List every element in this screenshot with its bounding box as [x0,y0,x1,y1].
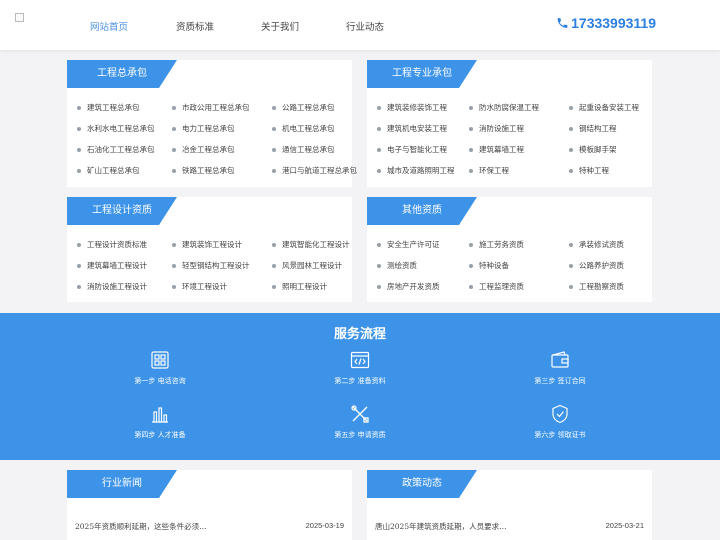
list-item[interactable]: 电子与智能化工程 [377,139,469,160]
card-title: 工程专业承包 [392,68,452,79]
list-item[interactable]: 起重设备安装工程 [569,97,659,118]
nav-industry[interactable]: 行业动态 [346,22,385,33]
list-item[interactable]: 工程设计资质标准 [77,234,172,255]
news-item-title[interactable]: 唐山2025年建筑资质延期，人员要求… [375,522,507,531]
list-item[interactable]: 建筑装饰工程设计 [172,234,272,255]
step-label: 第二步 准备资料 [334,377,386,385]
tab-shape [367,197,477,225]
step-3[interactable]: 第三步 签订合同 [500,350,620,386]
nav-standards[interactable]: 资质标准 [176,22,215,33]
section-title: 服务流程 [333,327,386,342]
wallet-icon [551,351,569,368]
list-item[interactable]: 测绘资质 [377,255,469,276]
news-item-date: 2025-03-21 [605,521,644,530]
list-item[interactable]: 通信工程总承包 [272,139,372,160]
list-item[interactable]: 石油化工工程总承包 [77,139,172,160]
card-title: 其他资质 [402,205,442,216]
list-item[interactable]: 安全生产许可证 [377,234,469,255]
shield-icon [552,404,568,424]
code-window-icon [350,351,370,369]
service-process-section: 服务流程 第一步 电话咨询 第二步 准备资料 第三步 签订合同 第四步 人才准备… [0,313,720,460]
card-title: 工程总承包 [97,68,147,79]
list-item[interactable]: 钢结构工程 [569,118,659,139]
list-item[interactable]: 模板脚手架 [569,139,659,160]
list-item[interactable]: 施工劳务资质 [469,234,569,255]
phone-text: 17333993119 [571,15,656,31]
news-item-title[interactable]: 2025年资质顺利延期，这些条件必须… [75,522,207,531]
nav-about[interactable]: 关于我们 [261,22,300,33]
step-4[interactable]: 第四步 人才准备 [100,404,220,440]
list-item[interactable]: 环境工程设计 [172,276,272,297]
list-item[interactable]: 轻型钢结构工程设计 [172,255,272,276]
list-item[interactable]: 电力工程总承包 [172,118,272,139]
tools-icon [351,405,369,423]
list-item[interactable]: 承装修试资质 [569,234,659,255]
item-grid: 建筑装修装饰工程 防水防腐保温工程 起重设备安装工程 建筑机电安装工程 消防设施… [377,97,659,181]
list-item[interactable]: 建筑机电安装工程 [377,118,469,139]
tab-shape [367,470,477,498]
list-item[interactable]: 建筑幕墙工程 [469,139,569,160]
design-qualification-card: 工程设计资质 工程设计资质标准 建筑装饰工程设计 建筑智能化工程设计 建筑幕墙工… [67,197,352,302]
list-item[interactable]: 建筑智能化工程设计 [272,234,372,255]
list-item[interactable]: 防水防腐保温工程 [469,97,569,118]
phone-grid-icon [151,351,169,369]
policy-news-card: 政策动态 唐山2025年建筑资质延期，人员要求… 2025-03-21 [367,470,652,540]
general-contracting-card: 工程总承包 建筑工程总承包 市政公用工程总承包 公路工程总承包 水利水电工程总承… [67,60,357,187]
list-item[interactable]: 建筑幕墙工程设计 [77,255,172,276]
tab-shape [67,197,177,225]
tab-shape [67,470,177,498]
broken-image-logo[interactable] [15,13,24,22]
card-title: 政策动态 [402,478,442,489]
list-item[interactable]: 工程勘察资质 [569,276,659,297]
list-item[interactable]: 水利水电工程总承包 [77,118,172,139]
list-item[interactable]: 建筑装修装饰工程 [377,97,469,118]
list-item[interactable]: 照明工程设计 [272,276,372,297]
step-label: 第三步 签订合同 [534,377,586,385]
list-item[interactable]: 房地产开发资质 [377,276,469,297]
list-item[interactable]: 城市及道路照明工程 [377,160,469,181]
list-item[interactable]: 建筑工程总承包 [77,97,172,118]
specialty-contracting-card: 工程专业承包 建筑装修装饰工程 防水防腐保温工程 起重设备安装工程 建筑机电安装… [367,60,652,187]
industry-news-card: 行业新闻 2025年资质顺利延期，这些条件必须… 2025-03-19 [67,470,352,540]
list-item[interactable]: 公路养护资质 [569,255,659,276]
list-item[interactable]: 冶金工程总承包 [172,139,272,160]
nav-home[interactable]: 网站首页 [90,22,129,33]
news-item-date: 2025-03-19 [305,521,344,530]
site-header: 网站首页 资质标准 关于我们 行业动态 17333993119 [0,0,720,50]
step-label: 第一步 电话咨询 [134,377,186,385]
list-item[interactable]: 铁路工程总承包 [172,160,272,181]
list-item[interactable]: 港口与航道工程总承包 [272,160,372,181]
item-grid: 建筑工程总承包 市政公用工程总承包 公路工程总承包 水利水电工程总承包 电力工程… [77,97,372,181]
list-item[interactable]: 工程监理资质 [469,276,569,297]
step-label: 第四步 人才准备 [134,431,186,439]
bar-chart-icon [152,407,168,423]
card-title: 工程设计资质 [92,205,152,216]
list-item[interactable]: 风景园林工程设计 [272,255,372,276]
item-grid: 安全生产许可证 施工劳务资质 承装修试资质 测绘资质 特种设备 公路养护资质 房… [377,234,659,297]
tab-shape [367,60,477,88]
list-item[interactable]: 机电工程总承包 [272,118,372,139]
list-item[interactable]: 消防设施工程设计 [77,276,172,297]
card-title: 行业新闻 [102,478,142,489]
step-label: 第五步 申请资质 [334,431,386,439]
list-item[interactable]: 特种工程 [569,160,659,181]
phone-number[interactable]: 17333993119 [556,15,656,31]
list-item[interactable]: 消防设施工程 [469,118,569,139]
list-item[interactable]: 矿山工程总承包 [77,160,172,181]
other-qualification-card: 其他资质 安全生产许可证 施工劳务资质 承装修试资质 测绘资质 特种设备 公路养… [367,197,652,302]
list-item[interactable]: 市政公用工程总承包 [172,97,272,118]
step-2[interactable]: 第二步 准备资料 [300,350,420,386]
item-grid: 工程设计资质标准 建筑装饰工程设计 建筑智能化工程设计 建筑幕墙工程设计 轻型钢… [77,234,372,297]
phone-icon [557,18,568,28]
step-5[interactable]: 第五步 申请资质 [300,404,420,440]
list-item[interactable]: 公路工程总承包 [272,97,372,118]
step-label: 第六步 领取证书 [534,431,586,439]
tab-shape [67,60,177,88]
list-item[interactable]: 特种设备 [469,255,569,276]
step-1[interactable]: 第一步 电话咨询 [100,350,220,386]
list-item[interactable]: 环保工程 [469,160,569,181]
step-6[interactable]: 第六步 领取证书 [500,404,620,440]
